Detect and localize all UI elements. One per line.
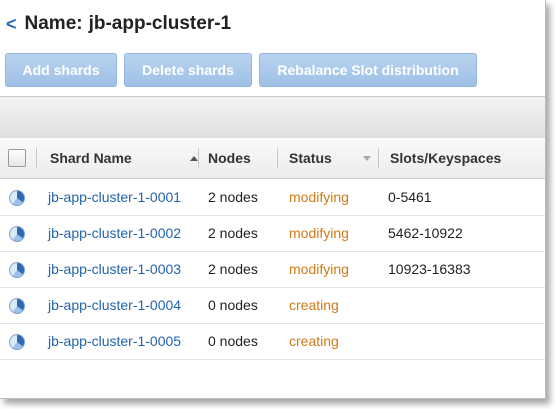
column-divider [378, 148, 379, 168]
shard-name-link[interactable]: jb-app-cluster-1-0004 [48, 297, 182, 313]
shard-name-link[interactable]: jb-app-cluster-1-0002 [48, 225, 182, 241]
status-value: modifying [289, 225, 349, 241]
cluster-detail-panel: < Name: jb-app-cluster-1 Add shards Dele… [0, 0, 546, 399]
slots-value: 0-5461 [388, 189, 432, 205]
slots-value: 5462-10922 [388, 225, 463, 241]
column-header-slots[interactable]: Slots/Keyspaces [390, 138, 540, 178]
column-header-status[interactable]: Status [289, 138, 371, 178]
nodes-value: 2 nodes [208, 261, 258, 277]
table-toolbar [0, 96, 545, 139]
shard-name-link[interactable]: jb-app-cluster-1-0005 [48, 333, 182, 349]
column-header-label: Shard Name [50, 150, 132, 166]
column-divider [198, 148, 199, 168]
delete-shards-button[interactable]: Delete shards [124, 53, 252, 87]
nodes-value: 2 nodes [208, 189, 258, 205]
select-all-checkbox[interactable] [8, 149, 26, 167]
shard-name-link[interactable]: jb-app-cluster-1-0003 [48, 261, 182, 277]
column-header-shard-name[interactable]: Shard Name [50, 138, 198, 178]
spinner-icon [9, 298, 25, 314]
column-divider [277, 148, 278, 168]
column-header-label: Nodes [208, 150, 251, 166]
table-row[interactable]: jb-app-cluster-1-0002 2 nodes modifying 546… [0, 215, 545, 252]
table-row[interactable]: jb-app-cluster-1-0003 2 nodes modifying 109… [0, 251, 545, 288]
table-row[interactable]: jb-app-cluster-1-0004 0 nodes creating [0, 287, 545, 324]
status-value: modifying [289, 189, 349, 205]
sort-ascending-icon [190, 155, 198, 161]
table-row[interactable]: jb-app-cluster-1-0001 2 nodes modifying 0-5… [0, 179, 545, 216]
title-label: Name: [24, 13, 83, 34]
column-header-nodes[interactable]: Nodes [208, 138, 276, 178]
status-value: creating [289, 297, 339, 313]
nodes-value: 0 nodes [208, 297, 258, 313]
spinner-icon [9, 334, 25, 350]
spinner-icon [9, 226, 25, 242]
column-header-label: Slots/Keyspaces [390, 150, 502, 166]
shard-name-link[interactable]: jb-app-cluster-1-0001 [48, 189, 182, 205]
nodes-value: 2 nodes [208, 225, 258, 241]
rebalance-slot-distribution-button[interactable]: Rebalance Slot distribution [259, 53, 477, 87]
sort-descending-icon [363, 155, 371, 161]
spinner-icon [9, 190, 25, 206]
column-header-label: Status [289, 150, 332, 166]
status-value: modifying [289, 261, 349, 277]
table-header: Shard Name Nodes Status Slots/Keyspaces [0, 138, 545, 179]
add-shards-button[interactable]: Add shards [5, 53, 117, 87]
page-title: < Name: jb-app-cluster-1 [6, 12, 231, 36]
nodes-value: 0 nodes [208, 333, 258, 349]
table-row[interactable]: jb-app-cluster-1-0005 0 nodes creating [0, 323, 545, 360]
cluster-name: jb-app-cluster-1 [88, 13, 232, 34]
spinner-icon [9, 262, 25, 278]
status-value: creating [289, 333, 339, 349]
column-divider [36, 148, 37, 168]
slots-value: 10923-16383 [388, 261, 471, 277]
back-link[interactable]: < [6, 13, 17, 34]
